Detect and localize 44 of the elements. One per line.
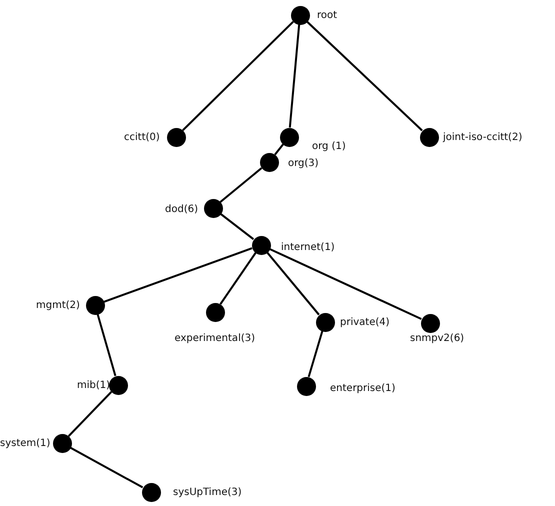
tree-edge bbox=[70, 446, 144, 488]
tree-node-dot bbox=[142, 482, 160, 502]
node-label: org(3) bbox=[288, 156, 319, 170]
tree-node-dot bbox=[420, 128, 438, 146]
node-label: ccitt(0) bbox=[124, 130, 160, 144]
tree-node-dot bbox=[204, 198, 222, 218]
tree-node-dot bbox=[420, 314, 440, 332]
tree-edge bbox=[104, 247, 252, 303]
tree-edge bbox=[68, 391, 112, 437]
node-label: internet(1) bbox=[281, 240, 335, 254]
tree-node-dot bbox=[280, 128, 298, 146]
tree-node-dot bbox=[166, 128, 186, 146]
tree-node-dot bbox=[252, 236, 270, 254]
node-label: root bbox=[317, 8, 338, 22]
tree-node-dot bbox=[290, 6, 310, 24]
tree-node-dot bbox=[296, 376, 316, 396]
node-label: system(1) bbox=[0, 436, 50, 450]
tree-edge bbox=[308, 330, 324, 378]
node-label: private(4) bbox=[340, 316, 390, 328]
tree-node-dot bbox=[108, 376, 128, 394]
tree-edge bbox=[306, 20, 423, 132]
tree-edge bbox=[266, 252, 320, 316]
tree-edge bbox=[96, 314, 116, 376]
tree-node-dot bbox=[52, 434, 72, 452]
node-label: dod(6) bbox=[165, 202, 198, 216]
tree-edge bbox=[288, 24, 300, 128]
node-label: mgmt(2) bbox=[36, 298, 80, 312]
tree-edge bbox=[274, 144, 284, 156]
node-label: sysUpTime(3) bbox=[173, 486, 242, 498]
tree-node-dot bbox=[316, 312, 334, 332]
tree-edge bbox=[182, 20, 294, 132]
tree-edge bbox=[220, 252, 256, 305]
tree-edge bbox=[269, 248, 422, 320]
node-label: org (1) bbox=[312, 140, 346, 152]
tree-edge bbox=[220, 167, 262, 203]
tree-node-dot bbox=[260, 152, 278, 172]
node-label: mib(1) bbox=[77, 378, 110, 392]
tree-edge bbox=[220, 213, 254, 240]
node-label: snmpv2(6) bbox=[410, 332, 464, 344]
node-label: joint-iso-ccitt(2) bbox=[443, 130, 522, 144]
node-label: enterprise(1) bbox=[330, 382, 396, 394]
node-label: experimental(3) bbox=[174, 332, 256, 344]
tree-node-dot bbox=[206, 302, 224, 322]
tree-node-dot bbox=[86, 296, 104, 314]
